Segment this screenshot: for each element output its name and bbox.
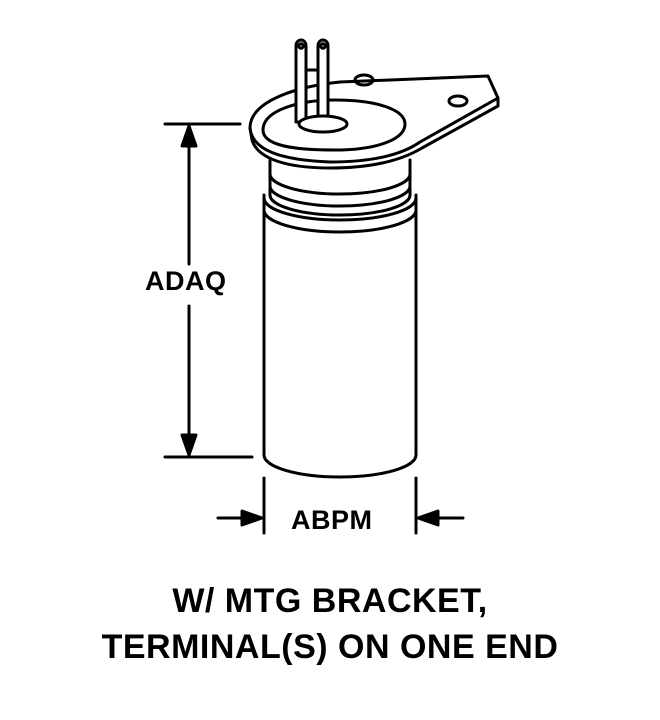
arrow-left <box>416 509 440 527</box>
arrow-up <box>180 124 198 148</box>
mounting-hole-1 <box>353 73 375 87</box>
arrow-down <box>180 433 198 457</box>
arrow-right <box>240 509 264 527</box>
diameter-dimension-label: ABPM <box>291 505 373 535</box>
diameter-dimension <box>216 476 465 535</box>
caption-line-1: W/ MTG BRACKET, <box>172 582 488 620</box>
collar-bands <box>268 158 412 217</box>
terminals <box>294 38 349 134</box>
height-dimension-label: ADAQ <box>145 266 227 296</box>
mounting-bracket <box>248 73 500 170</box>
height-dimension <box>163 122 254 459</box>
caption-line-2: TERMINAL(S) ON ONE END <box>101 628 559 666</box>
cylinder-body <box>262 193 418 479</box>
mounting-hole-2 <box>447 94 469 108</box>
